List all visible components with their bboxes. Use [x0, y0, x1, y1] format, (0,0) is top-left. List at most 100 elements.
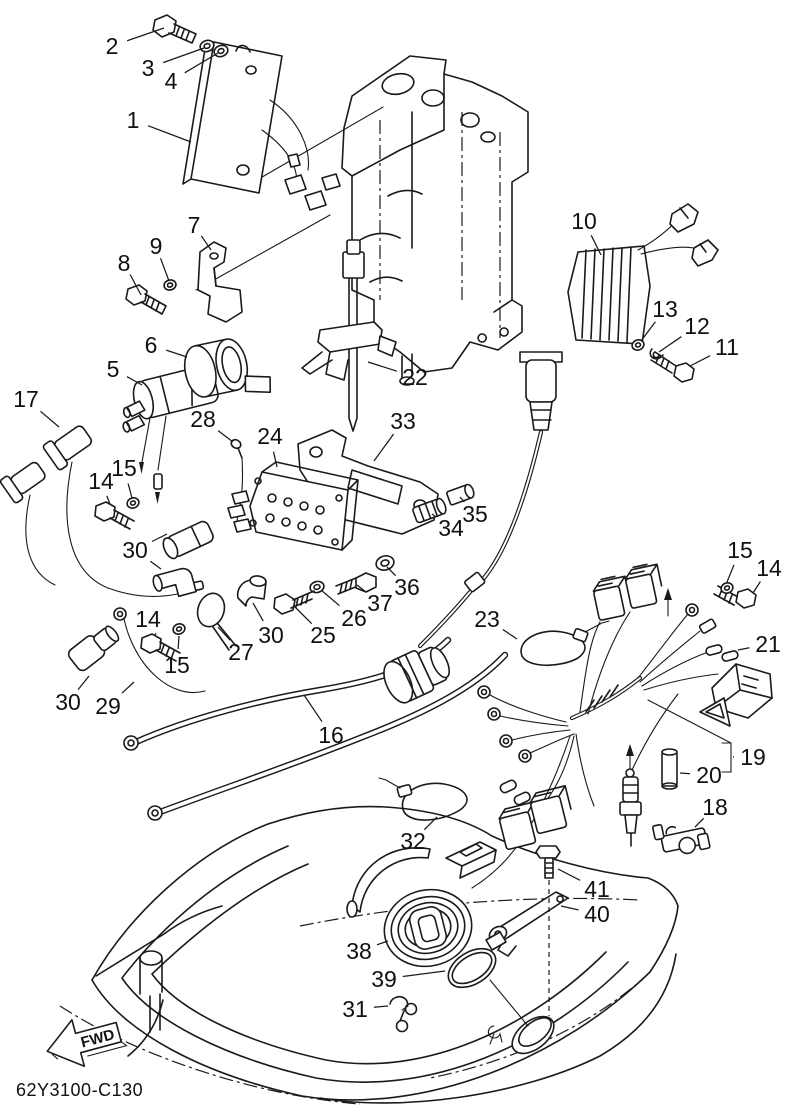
plug-cap-30-lower: [67, 625, 120, 672]
callout-number: 14: [88, 468, 114, 494]
plug-cap-30-upper: [162, 520, 214, 560]
callout-number: 8: [118, 250, 131, 276]
fwd-arrow: FWD: [46, 1019, 128, 1068]
callout-leader-line: [679, 772, 691, 775]
callout-leader-line: [200, 235, 212, 251]
clip-31: [389, 995, 418, 1033]
callout-leader-line: [217, 626, 231, 641]
callout-leader-line: [184, 52, 219, 74]
washer-36: [375, 555, 395, 571]
callout-leader-line: [640, 321, 656, 342]
bolt-14-lower: [140, 633, 181, 662]
callout-leader-line: [560, 905, 579, 911]
callout-leader-line: [77, 675, 90, 690]
callout-leader-line: [121, 681, 135, 694]
callout-leader-line: [367, 361, 398, 372]
callout-number: 23: [474, 606, 500, 632]
callout-leader-line: [127, 483, 133, 499]
callout-number: 20: [696, 762, 722, 788]
callout-number: 39: [371, 966, 397, 992]
callout-number: 15: [164, 652, 190, 678]
bracket-7: [197, 241, 243, 323]
callout-number: 36: [394, 574, 420, 600]
callout-leader-line: [177, 635, 180, 650]
callout-number: 38: [346, 938, 372, 964]
callout-number: 28: [190, 406, 216, 432]
bolt-11: [650, 351, 695, 383]
callout-number: 24: [257, 423, 283, 449]
callout-number: 11: [715, 334, 739, 360]
callout-number: 14: [756, 555, 782, 581]
callout-leader-line: [376, 940, 389, 946]
callout-leader-line: [386, 566, 397, 577]
joint-connector-24: [227, 461, 359, 551]
callout-leader-line: [294, 606, 313, 625]
callout-number: 15: [111, 455, 137, 481]
callout-number: 33: [390, 408, 416, 434]
callout-number: 22: [402, 364, 428, 390]
washer-15-right: [720, 582, 734, 594]
callout-number: 34: [438, 515, 464, 541]
o-ring-39: [447, 947, 529, 1027]
plug-cap-17: [42, 425, 205, 597]
callout-number: 13: [652, 296, 678, 322]
callout-number: 25: [310, 622, 336, 648]
callout-number: 30: [258, 622, 284, 648]
callout-leader-line: [373, 1005, 389, 1008]
callout-leader-line: [320, 589, 340, 607]
callout-leader-line: [752, 581, 761, 594]
callout-number: 37: [367, 590, 393, 616]
callout-number: 41: [584, 876, 610, 902]
callout-leader-line: [147, 125, 192, 143]
collar-35: [446, 483, 475, 506]
callout-leader-line: [129, 274, 142, 296]
main-harness: [378, 351, 773, 889]
callout-leader-line: [557, 868, 581, 881]
callout-number: 17: [13, 386, 39, 412]
callout-leader-line: [166, 349, 188, 358]
bracket-40: [485, 891, 569, 957]
callout-number: 27: [228, 639, 254, 665]
plug-cap-30-center: [236, 575, 267, 607]
callout-leader-line: [126, 27, 165, 42]
callout-leader-line: [658, 336, 682, 353]
callout-number: 35: [462, 501, 488, 527]
callout-leader-line: [590, 235, 602, 256]
callout-leader-line: [272, 451, 278, 468]
callout-leader-line: [459, 496, 465, 503]
callout-leader-line: [303, 694, 323, 723]
lower-cowling: [59, 805, 679, 1105]
callout-leader-line: [502, 628, 518, 640]
diagram-code: 62Y3100-C130: [16, 1080, 143, 1100]
callout-leader-line: [423, 816, 438, 831]
callout-number: 9: [150, 233, 163, 259]
rod-22: [301, 239, 397, 432]
callout-leader-line: [431, 513, 437, 518]
callout-leader-line: [402, 970, 446, 978]
ground-lead-29: [113, 607, 206, 693]
plug-cap-30-elbow: [152, 567, 197, 598]
bolt-8: [125, 284, 167, 315]
callout-number: 1: [127, 107, 140, 133]
bolt-25: [273, 590, 315, 615]
cdi-unit: [182, 41, 341, 211]
relay-leads: [139, 415, 167, 504]
plug-cap-17b: [0, 461, 56, 586]
bolt-14-left: [94, 501, 135, 530]
clamp-27: [196, 592, 237, 651]
callout-leader-line: [217, 430, 234, 443]
washer-26: [309, 580, 325, 594]
callout-number: 21: [755, 631, 781, 657]
callout-leader-line: [373, 433, 395, 462]
callout-number: 31: [342, 996, 368, 1022]
callout-leader-line: [694, 817, 705, 828]
washer-13: [631, 339, 645, 351]
washer-15-left: [126, 497, 140, 509]
callout-number: 32: [400, 828, 426, 854]
callout-leader-line: [252, 602, 264, 622]
bolt-37: [335, 572, 377, 595]
rectifier: [567, 203, 719, 345]
